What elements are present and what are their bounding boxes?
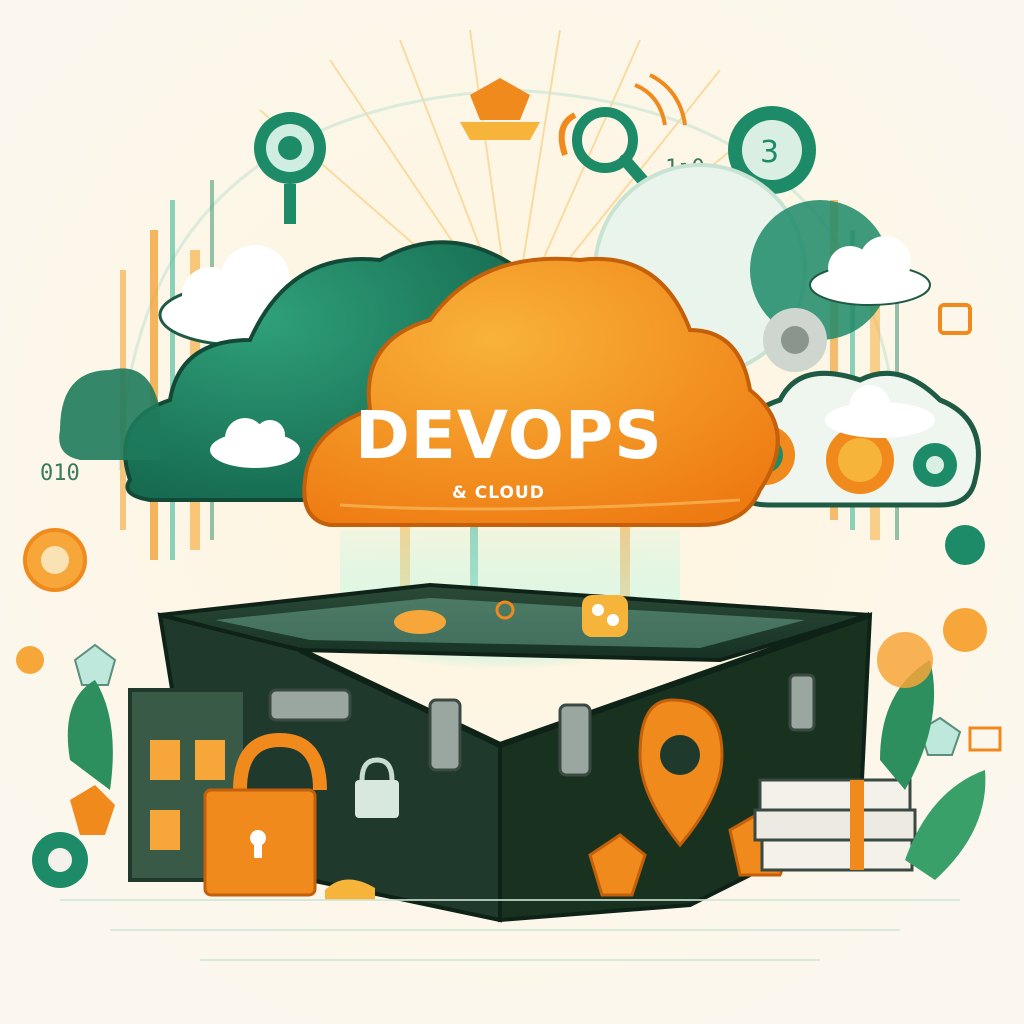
gear-icon <box>32 832 88 888</box>
gear-icon <box>763 308 827 372</box>
cloud-icon <box>809 236 931 306</box>
gear-icon <box>913 443 957 487</box>
disk-icon <box>325 879 375 900</box>
binary-text: 010 <box>40 461 80 486</box>
ground-lines <box>60 899 960 961</box>
signal-icon <box>634 73 687 126</box>
gear-icon <box>254 112 326 224</box>
cloud-token-icon <box>394 610 446 634</box>
cloud-icon <box>59 368 160 460</box>
gear-icon <box>826 426 894 494</box>
card-icon <box>968 726 1002 752</box>
location-pin-icon <box>638 698 724 848</box>
gear-icon <box>582 595 628 637</box>
node-icon <box>495 600 515 620</box>
padlock-icon <box>203 732 327 897</box>
svg-text:3: 3 <box>760 135 779 170</box>
document-stack-icon <box>753 778 917 872</box>
gem-icon <box>73 643 117 686</box>
gem-icon <box>588 833 647 897</box>
box-icon <box>938 303 972 335</box>
leaf-icon <box>880 660 935 790</box>
dot-icon <box>945 525 985 565</box>
gem-icon <box>460 78 540 140</box>
dot-icon <box>16 646 44 674</box>
subtitle-text: & CLOUD <box>452 483 545 503</box>
gem-icon <box>70 785 115 835</box>
leaf-icon <box>905 770 986 880</box>
padlock-icon <box>355 757 399 818</box>
coin-icon <box>943 608 987 652</box>
coin-icon <box>877 632 933 688</box>
leaf-icon <box>67 680 113 790</box>
server-icon <box>128 688 247 882</box>
cloud-icon <box>210 418 300 468</box>
cloud-icon <box>825 385 935 438</box>
main-cloud <box>302 256 780 527</box>
gear-icon: 3 <box>728 106 816 194</box>
target-icon <box>23 528 87 592</box>
title-text: DEVOPS <box>355 397 663 474</box>
